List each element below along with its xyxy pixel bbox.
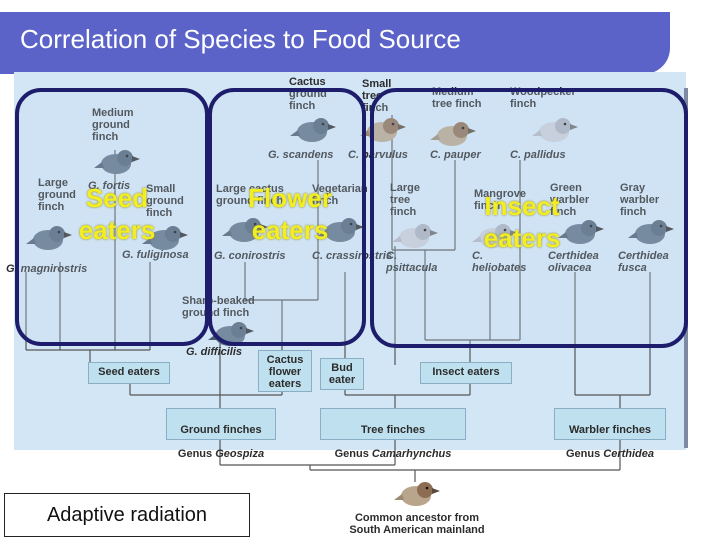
overlay-insect-eaters: Insect eaters: [483, 191, 561, 253]
sci-certhidea-olivacea: Certhidea olivacea: [548, 250, 599, 274]
sci-g-magnirostris: G. magnirostris: [6, 263, 88, 275]
title-banner: [0, 12, 670, 74]
sci-g-scandens: G. scandens: [268, 149, 334, 161]
common-ancestor-label: Common ancestor from South American main…: [349, 512, 485, 536]
adaptive-radiation-caption: Adaptive radiation: [4, 493, 250, 537]
sci-g-fuliginosa: G. fuliginosa: [122, 249, 189, 261]
diet-seed-eaters: Seed eaters: [88, 362, 170, 384]
group-warbler-finches: Warbler finches Genus Certhidea: [554, 408, 666, 460]
sci-certhidea-fusca: Certhidea fusca: [618, 250, 669, 274]
species-green-warbler-finch: Green warbler finch: [550, 182, 590, 218]
slide-title: Correlation of Species to Food Source: [20, 24, 461, 54]
species-mangrove-finch: Mangrove finch: [474, 188, 526, 212]
overlay-flower-eaters: Flower eaters: [248, 183, 332, 245]
species-large-cactus-ground-finch: Large cactus ground finch: [216, 183, 284, 207]
sci-c-pauper: C. pauper: [430, 149, 481, 161]
species-medium-ground-finch: Medium ground finch: [92, 107, 134, 143]
diet-cactus-flower-eaters: Cactus flower eaters: [258, 350, 312, 392]
group-ground-finches: Ground finches Genus Geospiza: [166, 408, 276, 460]
sci-g-conirostris: G. conirostris: [214, 250, 286, 262]
sci-g-fortis: G. fortis: [88, 180, 131, 192]
species-large-ground-finch: Large ground finch: [38, 177, 76, 213]
species-gray-warbler-finch: Gray warbler finch: [620, 182, 660, 218]
common-ancestor-icon: [394, 478, 440, 508]
seed-eaters-box: [15, 88, 209, 346]
diet-bud-eater: Bud eater: [320, 358, 364, 390]
species-vegetarian-finch: Vegetarian finch: [312, 183, 368, 207]
sci-c-psittacula: C. psittacula: [386, 250, 438, 274]
overlay-seed-eaters: Seed eaters: [78, 183, 156, 245]
flower-eaters-box: [208, 88, 366, 346]
sci-c-heliobates: C. heliobates: [472, 250, 527, 274]
insect-eaters-box: [370, 88, 688, 348]
sci-c-pallidus: C. pallidus: [510, 149, 566, 161]
species-large-tree-finch: Large tree finch: [390, 182, 420, 218]
diet-insect-eaters: Insect eaters: [420, 362, 512, 384]
species-small-ground-finch: Small ground finch: [146, 183, 184, 219]
group-tree-finches: Tree finches Genus Camarhynchus: [320, 408, 466, 460]
sci-g-difficilis: G. difficilis: [186, 346, 243, 358]
